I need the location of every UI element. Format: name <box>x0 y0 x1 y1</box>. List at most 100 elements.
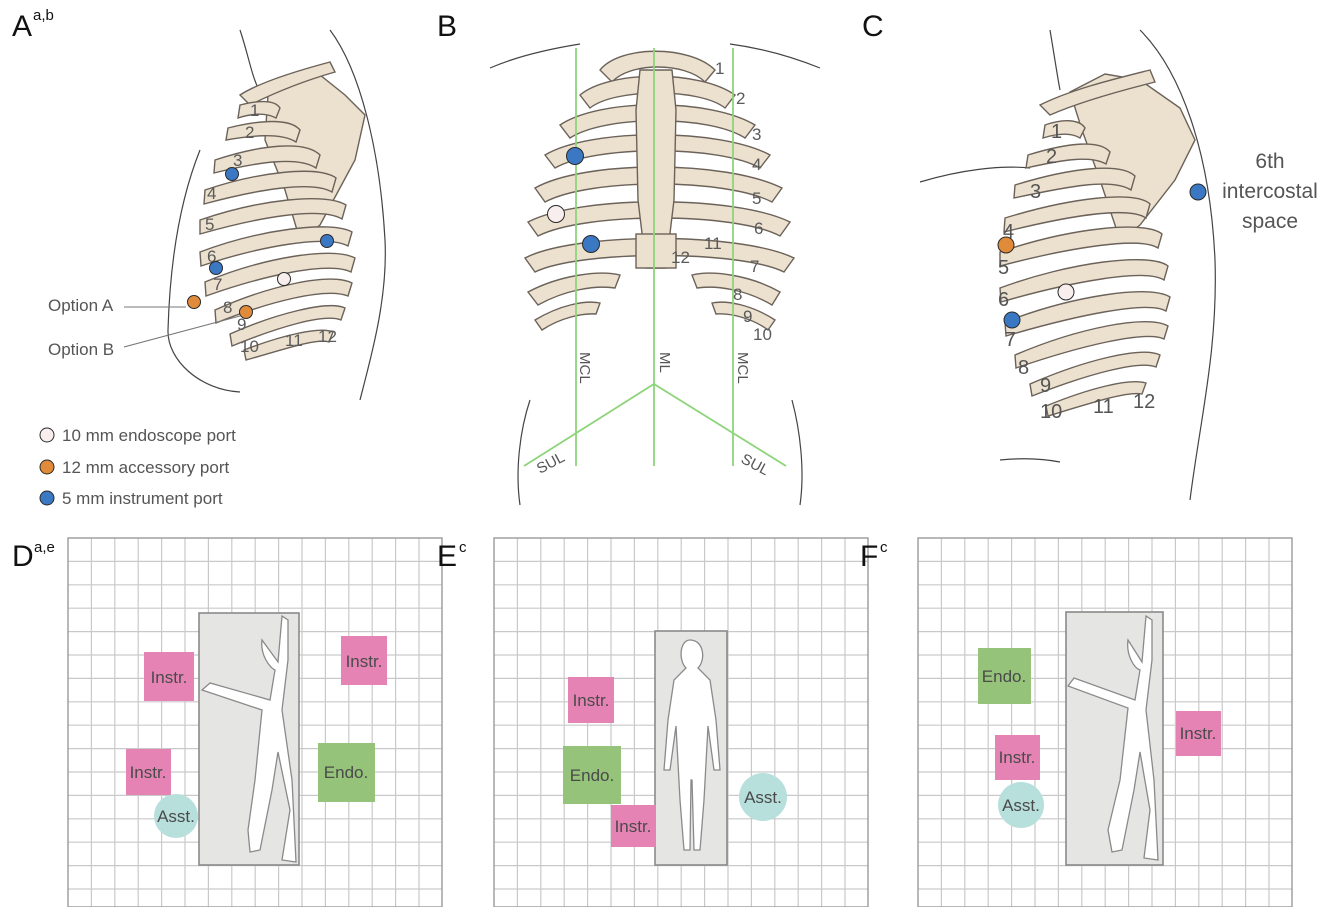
rib-number: 12 <box>671 248 690 267</box>
rib-number: 8 <box>223 298 232 317</box>
subcostal-line-right <box>654 384 786 466</box>
rib-number: 12 <box>1133 391 1155 413</box>
rib-number: 2 <box>245 123 254 142</box>
rib-number: 2 <box>736 89 745 108</box>
ml-label: ML <box>656 352 673 373</box>
assistant-label: Asst. <box>1002 796 1040 815</box>
instrument-port-marker <box>567 148 584 165</box>
option-b-label: Option B <box>48 340 114 359</box>
rib-number: 3 <box>233 151 242 170</box>
instrument-port-marker <box>1004 312 1020 328</box>
rib-number: 5 <box>998 257 1009 279</box>
rib-number: 3 <box>752 125 761 144</box>
rib-number: 12 <box>318 327 337 346</box>
panel-f-superscript: c <box>880 539 888 556</box>
panel-d-letter: D <box>12 540 34 573</box>
body-outline <box>490 44 580 68</box>
endoscope-box-label: Endo. <box>324 763 368 782</box>
rib <box>1043 121 1085 138</box>
rib-number: 6 <box>754 219 763 238</box>
rib <box>528 273 620 305</box>
panel-f: F c Endo. Instr. Instr. Asst. <box>860 538 1292 907</box>
endoscope-port-marker <box>278 273 291 286</box>
option-a-label: Option A <box>48 296 114 315</box>
mcl-left-label: MCL <box>576 352 593 384</box>
panel-a-superscript: a,b <box>33 7 54 24</box>
endoscope-box-label: Endo. <box>982 667 1026 686</box>
assistant-label: Asst. <box>157 807 195 826</box>
legend: 10 mm endoscope port 12 mm accessory por… <box>40 426 236 508</box>
instrument-box-label: Instr. <box>615 817 652 836</box>
legend-endoscope-swatch <box>40 428 54 442</box>
panel-e: E c Instr. Endo. Instr. Asst. <box>437 538 868 907</box>
assistant-label: Asst. <box>744 788 782 807</box>
panel-d: D a,e Instr. Instr. Instr. Endo. Asst. <box>12 538 442 907</box>
rib-number: 10 <box>240 337 259 356</box>
instrument-box-label: Instr. <box>999 748 1036 767</box>
annotation-line: intercostal <box>1222 180 1318 203</box>
body-outline <box>1000 459 1060 462</box>
body-outline <box>920 167 1030 182</box>
panel-e-superscript: c <box>459 539 467 556</box>
legend-instrument-label: 5 mm instrument port <box>62 489 223 508</box>
instrument-port-marker <box>321 235 334 248</box>
mcl-right-label: MCL <box>734 352 751 384</box>
panel-c: C 1 2 3 4 5 6 7 8 9 <box>862 10 1318 500</box>
instrument-box-label: Instr. <box>130 763 167 782</box>
panel-b: B MCL ML MCL SUL <box>437 10 820 505</box>
accessory-port-marker <box>998 237 1014 253</box>
endoscope-box-label: Endo. <box>570 766 614 785</box>
rib-number: 11 <box>704 234 722 253</box>
rib-number: 10 <box>753 325 772 344</box>
body-outline <box>518 400 530 505</box>
instrument-port-marker <box>210 262 223 275</box>
accessory-port-marker <box>188 296 201 309</box>
annotation-line: 6th <box>1255 150 1284 173</box>
instrument-box-label: Instr. <box>151 668 188 687</box>
rib-number: 7 <box>1005 329 1016 351</box>
rib-number: 10 <box>1040 401 1062 423</box>
legend-instrument-swatch <box>40 491 54 505</box>
rib-number: 5 <box>752 189 761 208</box>
panel-e-letter: E <box>437 540 457 573</box>
accessory-port-marker <box>240 306 253 319</box>
subcostal-line-left <box>524 384 654 466</box>
annotation-line: space <box>1242 210 1298 233</box>
legend-endoscope-label: 10 mm endoscope port <box>62 426 236 445</box>
instrument-box-label: Instr. <box>346 652 383 671</box>
rib-number: 11 <box>1093 396 1114 418</box>
body-outline <box>792 400 802 505</box>
rib-number: 8 <box>733 285 742 304</box>
legend-accessory-swatch <box>40 460 54 474</box>
panel-b-letter: B <box>437 10 457 43</box>
rib-number: 4 <box>752 155 761 174</box>
rib-number: 11 <box>285 331 303 350</box>
rib-number: 1 <box>1051 121 1062 143</box>
rib-number: 7 <box>750 257 759 276</box>
rib-number: 2 <box>1046 146 1057 168</box>
rib-number: 1 <box>250 101 259 120</box>
panel-c-letter: C <box>862 10 884 43</box>
rib-number: 8 <box>1018 357 1029 379</box>
instrument-box-label: Instr. <box>573 691 610 710</box>
rib-number: 1 <box>715 59 724 78</box>
body-outline <box>1050 30 1060 90</box>
body-outline <box>730 44 820 68</box>
sul-left-label: SUL <box>534 449 568 478</box>
option-b-leader <box>124 316 240 347</box>
xiphoid <box>636 234 676 268</box>
panel-a-letter: A <box>12 10 32 43</box>
rib-number: 9 <box>743 307 752 326</box>
panel-a: A a,b 1 2 3 4 5 6 7 <box>12 7 385 400</box>
legend-accessory-label: 12 mm accessory port <box>62 458 229 477</box>
rib <box>535 302 600 330</box>
rib-number: 4 <box>207 184 216 203</box>
rib-number: 3 <box>1030 181 1041 203</box>
rib-number: 7 <box>213 275 222 294</box>
endoscope-port-marker <box>1058 284 1074 300</box>
instrument-port-marker <box>583 236 600 253</box>
rib <box>226 122 300 143</box>
panel-d-superscript: a,e <box>34 539 55 556</box>
panel-f-letter: F <box>860 540 878 573</box>
